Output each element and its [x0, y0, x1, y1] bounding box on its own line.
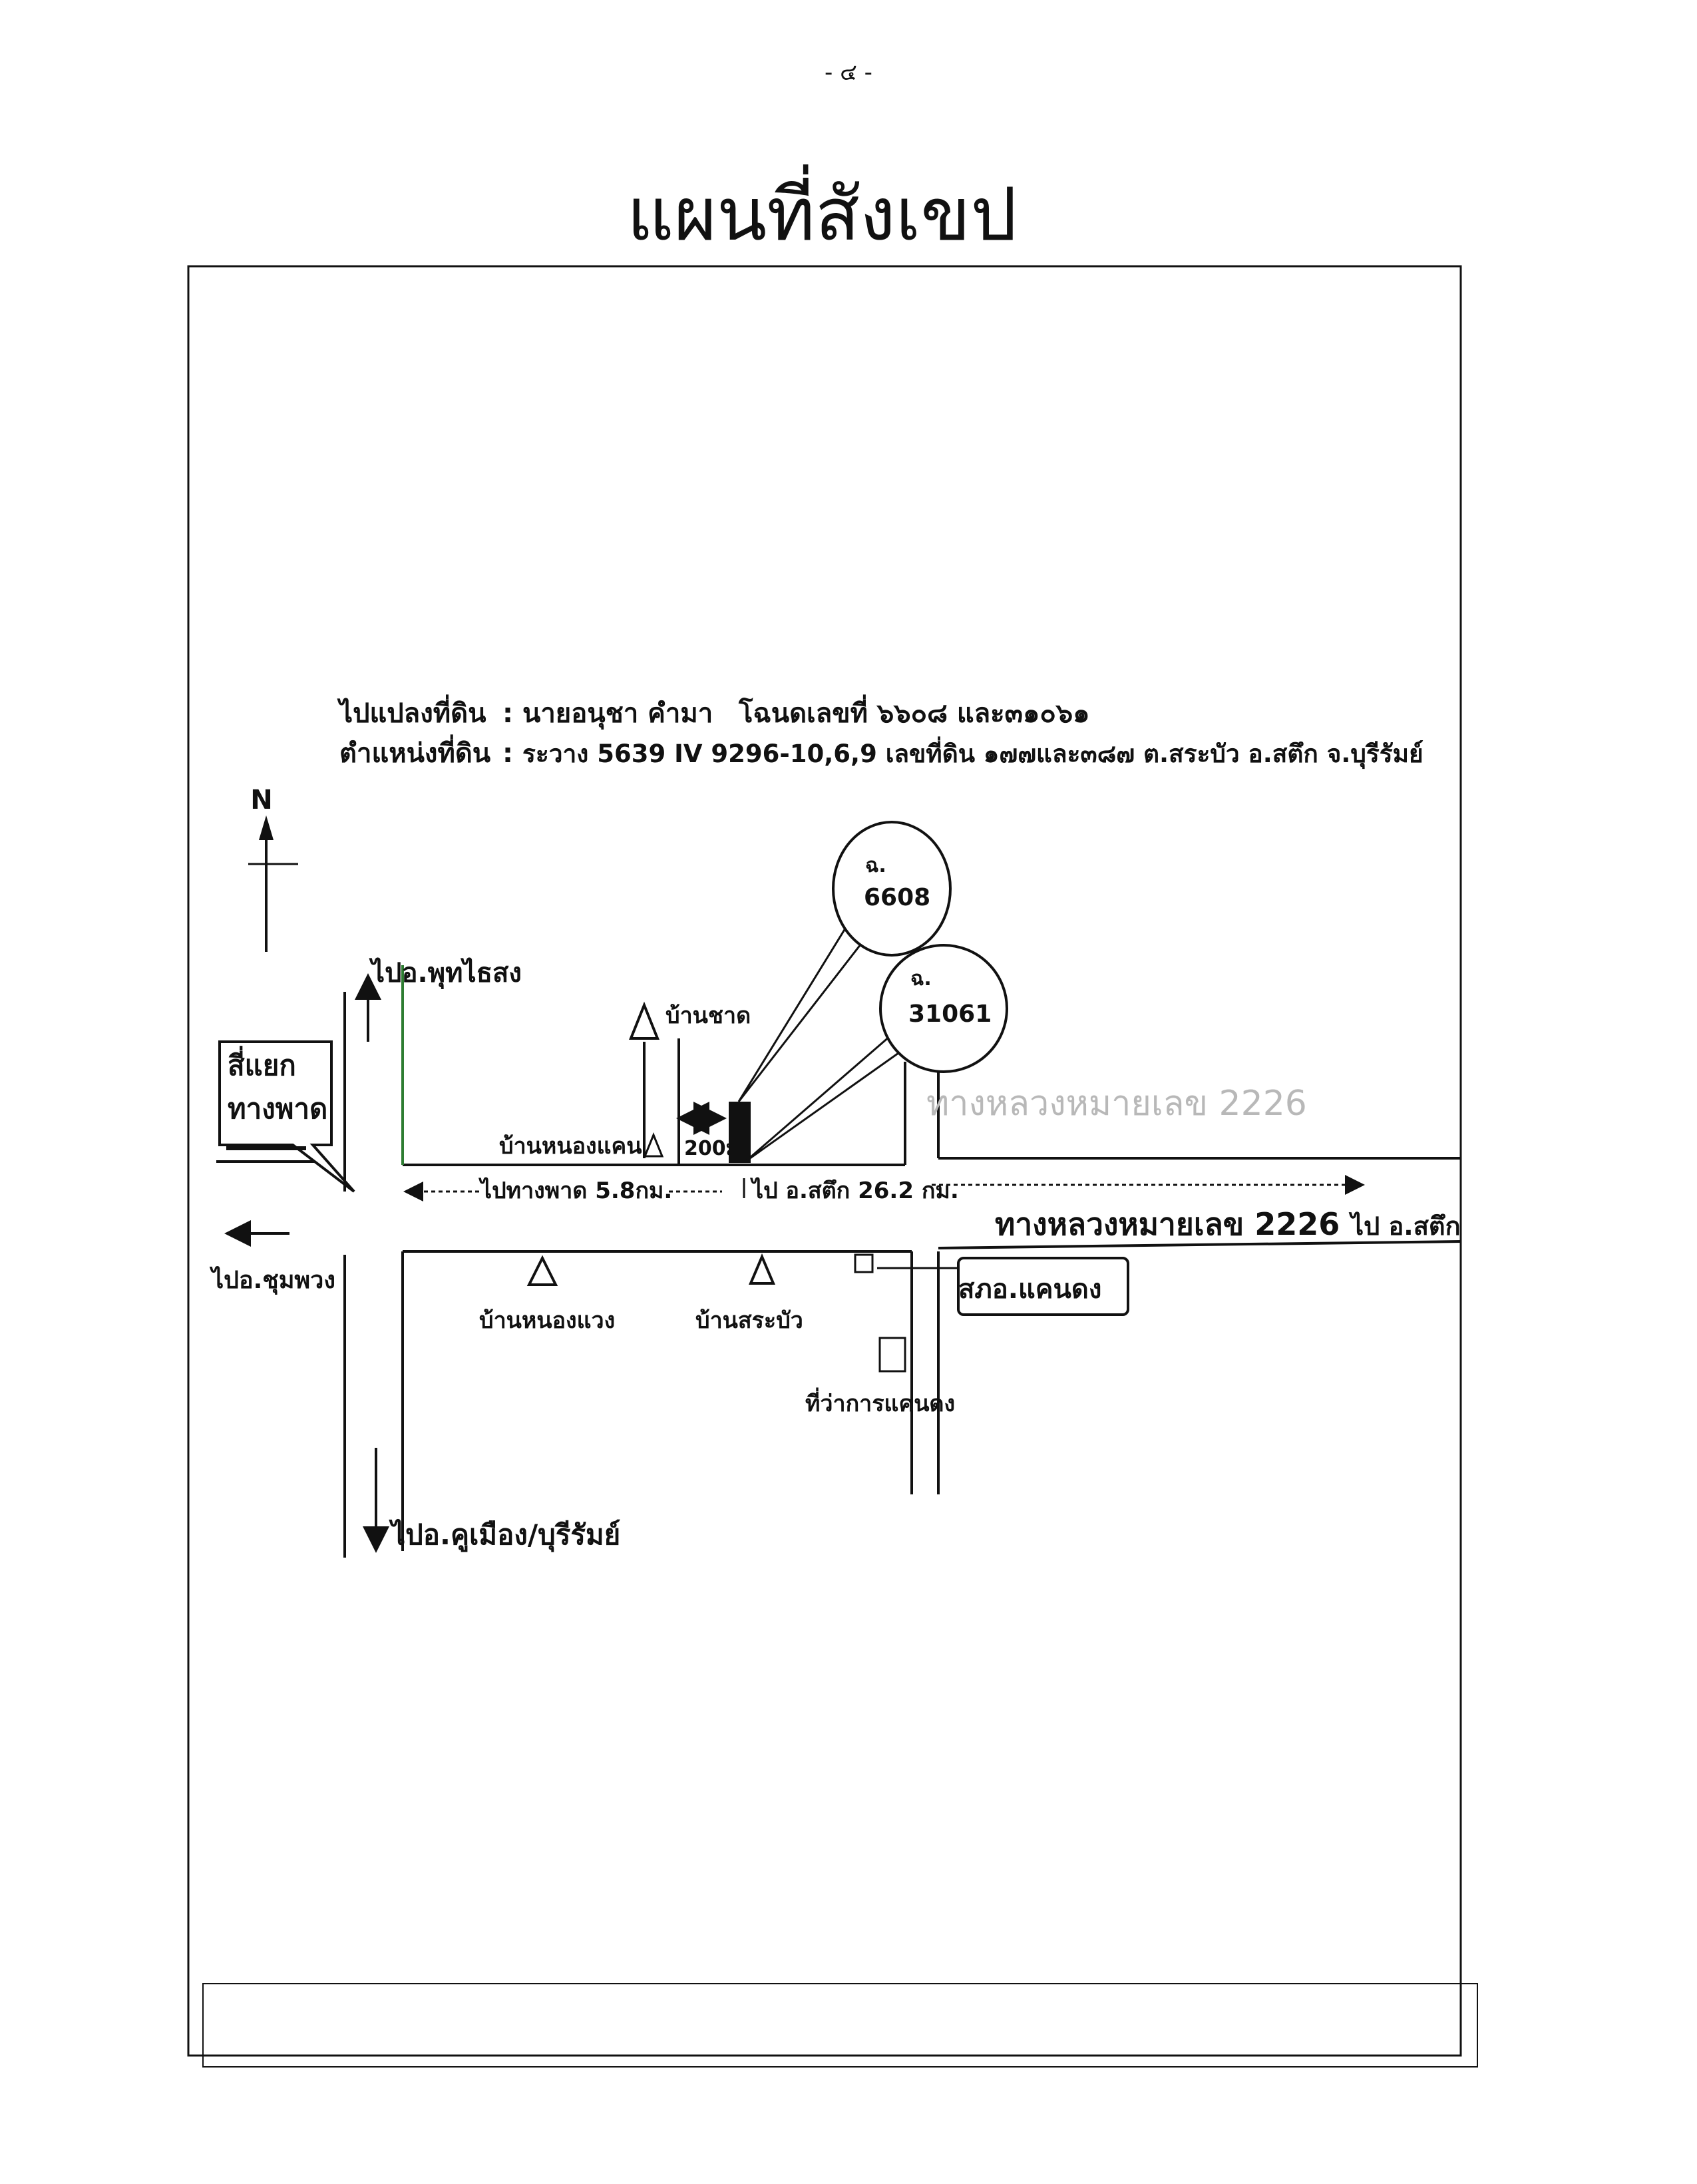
label-to-phutthaisong: ไปอ.พุทไธสง [369, 957, 522, 990]
deed-6608-prefix: ฉ. [865, 854, 886, 877]
police-station-marker [854, 1253, 874, 1273]
info-row1-label: ไปแปลงที่ดิน [337, 694, 486, 729]
page-title: แผนที่สังเขป [627, 164, 1018, 257]
label-highway-faded: ทางหลวงหมายเลข 2226 [926, 1084, 1307, 1124]
info-row1-value: นายอนุชา คำมา [522, 698, 713, 730]
label-ban-sa-bua: บ้านสระบัว [695, 1307, 803, 1334]
label-to-khu-mueang: ไปอ.คูเมือง/บุรีรัมย์ [389, 1518, 620, 1552]
crossroad-label-2: ทางพาด [228, 1092, 327, 1125]
label-to-satuek: ไป อ.สตึก 26.2 กม. [750, 1177, 959, 1204]
info-block: ไปแปลงที่ดิน : นายอนุชา คำมา โฉนดเลขที่ … [337, 694, 1423, 769]
label-district-office: ที่ว่าการแคนดง [805, 1387, 955, 1417]
ban-sa-bua-triangle [748, 1253, 776, 1285]
label-ban-nong-waeng: บ้านหนองแวง [479, 1307, 615, 1334]
label-to-chumphuang: ไปอ.ชุมพวง [209, 1265, 335, 1295]
deed-31061-prefix: ฉ. [910, 967, 932, 990]
crossroad-label-1: สี่แยก [228, 1046, 296, 1082]
info-row2-label: ตำแหน่งที่ดิน [339, 734, 490, 769]
page-number: - ๔ - [825, 59, 872, 86]
info-row1-extra: โฉนดเลขที่ ๖๖๐๘ และ๓๑๐๖๑ [738, 694, 1090, 729]
map-frame-shadow [202, 1983, 1478, 2068]
north-label: N [250, 785, 272, 815]
police-station-callout [957, 1257, 1129, 1316]
highway-lower-edge [938, 1240, 1461, 1249]
ban-chat-triangle [629, 1001, 660, 1040]
deed-callout-31061: ฉ. 31061 [745, 944, 1008, 1163]
road-network [216, 992, 1461, 1558]
label-ban-nong-khaen: บ้านหนองแคน [499, 1133, 642, 1160]
deed-callout-6608: ฉ. 6608 [737, 821, 952, 1102]
ban-nong-waeng-triangle [526, 1255, 558, 1286]
north-arrow: N [248, 785, 298, 952]
district-office-marker [878, 1337, 906, 1373]
label-ban-chat: บ้านชาด [665, 1002, 751, 1029]
label-to-thang-phat: ไปทางพาด 5.8กม. [478, 1177, 672, 1204]
info-row1-separator: : [502, 698, 513, 729]
north-arrow-head [259, 815, 274, 840]
ban-nong-khaen-triangle [643, 1132, 664, 1158]
info-row2-value: ระวาง 5639 IV 9296-10,6,9 เลขที่ดิน ๑๗๗แ… [522, 736, 1423, 769]
info-row2-separator: : [502, 738, 513, 769]
label-highway-main: ทางหลวงหมายเลข 2226 [995, 1206, 1340, 1242]
label-police-station: สภอ.แคนดง [958, 1274, 1101, 1305]
crossroad-callout: สี่แยก ทางพาด [218, 1040, 355, 1193]
land-parcel [729, 1102, 751, 1163]
deed-6608-number: 6608 [864, 884, 930, 911]
label-highway-suffix: ไป อ.สตึก [1348, 1211, 1461, 1241]
deed-31061-number: 31061 [908, 1000, 992, 1028]
map-frame [187, 265, 1462, 2057]
